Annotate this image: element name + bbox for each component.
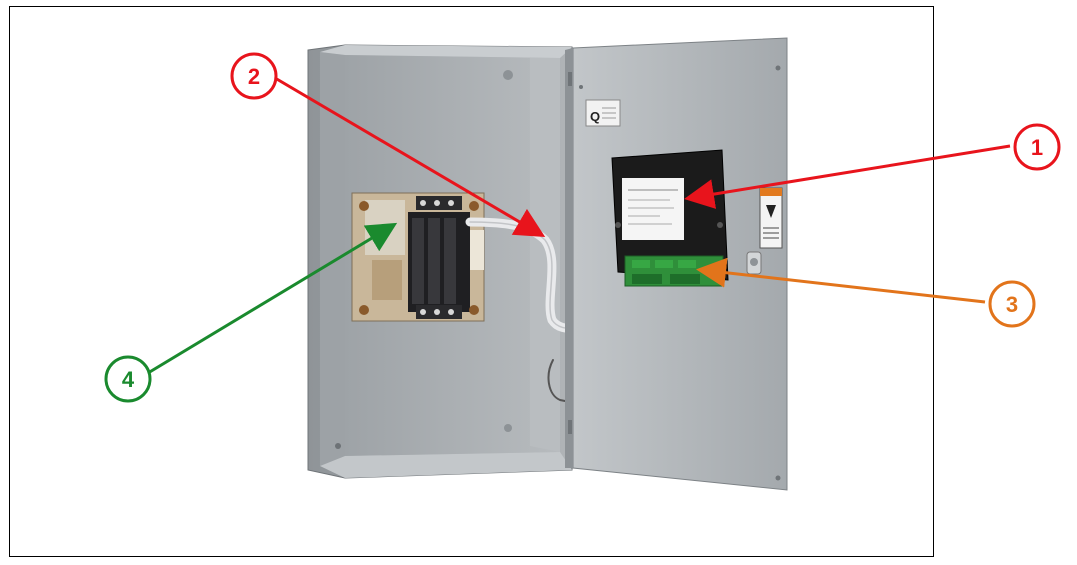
callout-3-label: 3 bbox=[1006, 292, 1018, 317]
arrow-callout-2 bbox=[274, 76, 546, 238]
door-sticker-letter: Q bbox=[590, 109, 600, 124]
controller-unit bbox=[611, 149, 729, 287]
arrow-callout-4 bbox=[147, 222, 398, 375]
callout-3: 3 bbox=[988, 280, 1036, 328]
arrow-callout-1 bbox=[684, 144, 1011, 209]
callout-4-label: 4 bbox=[122, 367, 135, 392]
callout-4: 4 bbox=[104, 355, 152, 403]
callout-2-label: 2 bbox=[248, 64, 260, 89]
transfer-switch-mechanism bbox=[351, 192, 485, 322]
callout-1: 1 bbox=[1013, 123, 1061, 171]
callout-1-label: 1 bbox=[1031, 135, 1043, 160]
callout-2: 2 bbox=[230, 52, 278, 100]
arrow-callout-3 bbox=[696, 257, 986, 304]
callout-arrows bbox=[147, 76, 1011, 375]
